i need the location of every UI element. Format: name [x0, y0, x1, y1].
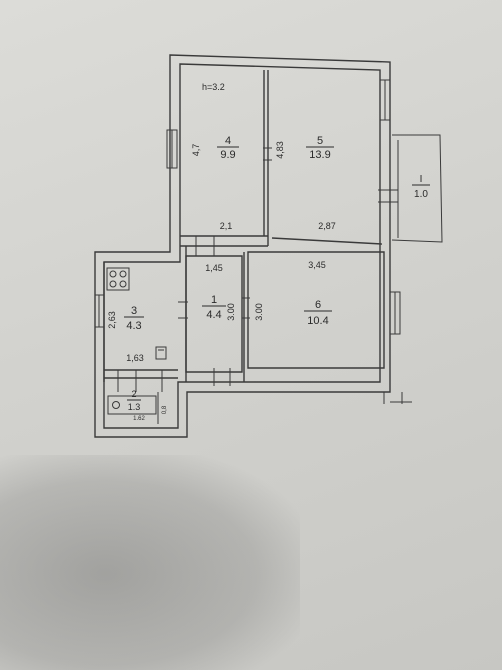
room1-number: 1 [211, 294, 217, 306]
room5-number: 5 [317, 135, 323, 147]
room4-height-dim: 4,7 [191, 144, 201, 157]
stove-fixture [106, 267, 130, 291]
room6-number: 6 [315, 299, 321, 311]
room1-width-dim: 1,45 [205, 263, 223, 273]
hand-shadow [0, 455, 300, 670]
balcony-area: 1.0 [414, 189, 428, 200]
balcony-number: I [420, 174, 423, 185]
room2-number: 2 [131, 389, 136, 399]
room6-height-dim: 3.00 [254, 303, 264, 321]
room3-number: 3 [131, 305, 137, 317]
windows [94, 79, 412, 404]
balcony-outline [391, 134, 443, 243]
room5-height-dim: 4,83 [275, 141, 285, 159]
room5-area: 13.9 [309, 149, 330, 161]
ceiling-height-label: h=3.2 [202, 82, 225, 92]
room4-width-dim: 2,1 [220, 221, 233, 231]
room4-number: 4 [225, 135, 231, 147]
sink-fixture [155, 346, 167, 360]
room1-area: 4.4 [206, 309, 221, 321]
room1-height-dim: 3.00 [226, 303, 236, 321]
room2-area: 1.3 [128, 402, 141, 412]
room6-width-dim: 3,45 [308, 260, 326, 270]
interior-walls [103, 70, 385, 382]
room3-height-dim: 2,63 [107, 311, 117, 329]
room6-area: 10.4 [307, 315, 328, 327]
door-marks [117, 147, 398, 392]
room4-area: 9.9 [220, 149, 235, 161]
room5-width-dim: 2,87 [318, 221, 336, 231]
room2-height-dim: 0,8 [162, 405, 168, 414]
room3-area: 4.3 [126, 320, 141, 332]
plan-labels: h=3.2 4 9.9 5 13.9 I 1.0 1 4.4 6 10.4 3 … [107, 82, 430, 422]
bath-fixture [107, 392, 159, 424]
outer-walls [94, 54, 391, 438]
room2-width-dim: 1.62 [133, 416, 145, 422]
room3-width-dim: 1,63 [126, 353, 144, 363]
